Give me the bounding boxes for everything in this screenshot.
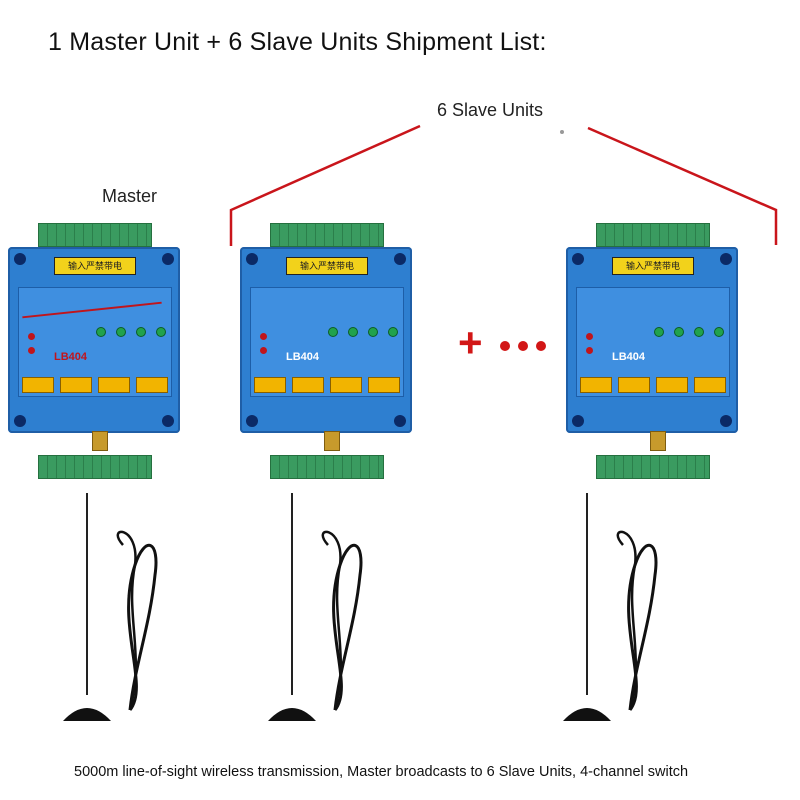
plus-icon: + (458, 319, 483, 366)
antenna (63, 493, 158, 721)
slave-units-label: 6 Slave Units (437, 100, 544, 120)
footer-caption: 5000m line-of-sight wireless transmissio… (74, 764, 689, 780)
antenna (563, 493, 658, 721)
model-label: LB404 (54, 351, 88, 363)
antenna (268, 493, 363, 721)
warning-label: 输入严禁带电 (54, 257, 136, 275)
terminal-block-bottom (38, 455, 152, 479)
warning-label: 输入严禁带电 (612, 257, 694, 275)
ellipsis-icon (500, 338, 554, 356)
model-label: LB404 (286, 351, 320, 363)
page-title: 1 Master Unit + 6 Slave Units Shipment L… (48, 28, 547, 56)
model-label: LB404 (612, 351, 646, 363)
terminal-block-top (38, 223, 152, 247)
device-body: 输入严禁带电 LB404 (8, 247, 180, 451)
slave-device: 输入严禁带电 LB404 (566, 223, 738, 479)
slave-device: 输入严禁带电 LB404 (240, 223, 412, 479)
master-device: 输入严禁带电 LB404 (8, 223, 180, 479)
master-label: Master (102, 186, 158, 206)
warning-label: 输入严禁带电 (286, 257, 368, 275)
